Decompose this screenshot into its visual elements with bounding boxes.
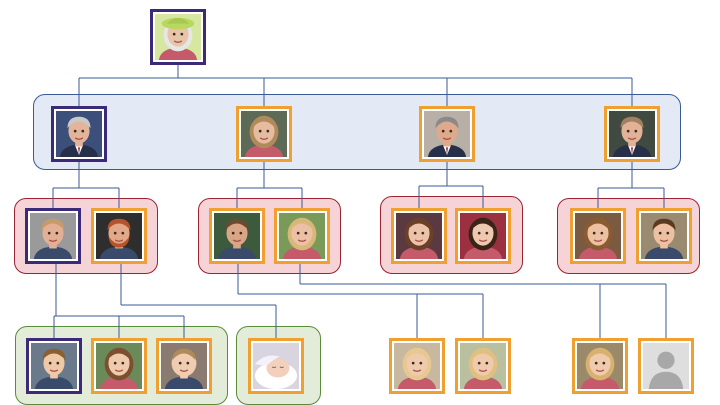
person-card-p7[interactable] [209, 208, 265, 264]
person-card-p10[interactable] [455, 208, 511, 264]
person-placeholder-icon [643, 343, 689, 389]
person-card-p1[interactable] [51, 106, 107, 162]
person-card-p2[interactable] [236, 106, 292, 162]
person-card-p8[interactable] [274, 208, 330, 264]
portrait-girl-icon [577, 343, 623, 389]
person-card-p12[interactable] [636, 208, 692, 264]
portrait-boy-icon [641, 213, 687, 259]
portrait-man-beard-icon [96, 213, 142, 259]
portrait-baby-icon [161, 343, 207, 389]
person-card-p16[interactable] [248, 338, 304, 394]
portrait-boy-icon [31, 343, 77, 389]
person-card-p14[interactable] [91, 338, 147, 394]
portrait-man-icon [214, 213, 260, 259]
person-card-p15[interactable] [156, 338, 212, 394]
person-card-p11[interactable] [570, 208, 626, 264]
person-card-p0[interactable] [150, 9, 206, 65]
portrait-woman-icon [396, 213, 442, 259]
person-card-p13[interactable] [26, 338, 82, 394]
portrait-man-suit-icon [424, 111, 470, 157]
portrait-girl-icon [394, 343, 440, 389]
person-card-p5[interactable] [25, 208, 81, 264]
portrait-woman-icon [241, 111, 287, 157]
person-card-p3[interactable] [419, 106, 475, 162]
person-card-p18[interactable] [455, 338, 511, 394]
person-card-p4[interactable] [604, 106, 660, 162]
portrait-girl-icon [575, 213, 621, 259]
portrait-woman-icon [279, 213, 325, 259]
person-card-p20[interactable] [638, 338, 694, 394]
person-card-p6[interactable] [91, 208, 147, 264]
portrait-woman-icon [460, 213, 506, 259]
g-gen1-group [33, 94, 681, 170]
person-card-p9[interactable] [391, 208, 447, 264]
person-card-p19[interactable] [572, 338, 628, 394]
portrait-man-icon [30, 213, 76, 259]
portrait-girl-icon [96, 343, 142, 389]
portrait-elderly-woman-hat-icon [155, 14, 201, 60]
portrait-newborn-icon [253, 343, 299, 389]
portrait-man-suit-icon [56, 111, 102, 157]
portrait-man-suit-icon [609, 111, 655, 157]
portrait-girl-icon [460, 343, 506, 389]
person-card-p17[interactable] [389, 338, 445, 394]
